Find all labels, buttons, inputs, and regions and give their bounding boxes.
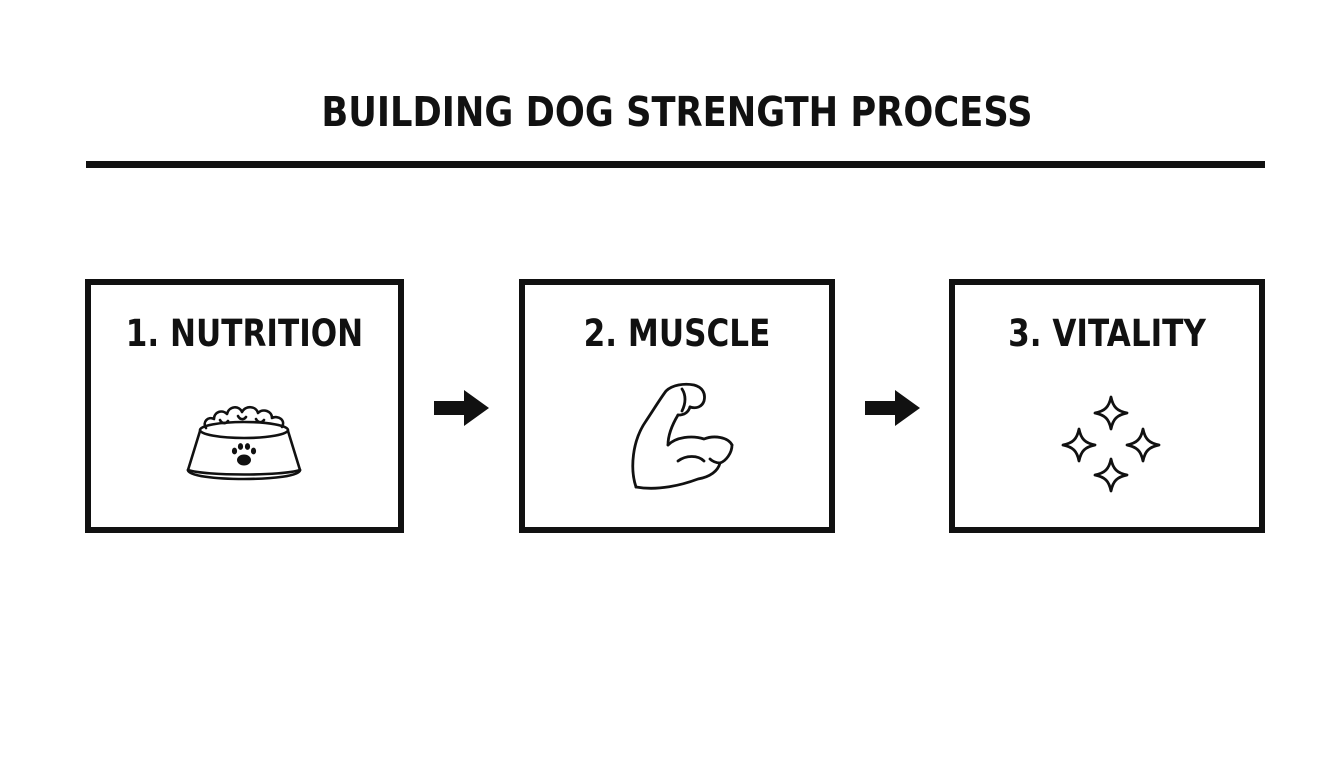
arrow-right-icon xyxy=(865,390,920,426)
flexed-bicep-icon xyxy=(631,382,734,490)
step-nutrition-label: 1. NUTRITION xyxy=(125,312,364,355)
step-nutrition-box: 1. NUTRITION xyxy=(85,279,404,533)
step-muscle-label: 2. MUSCLE xyxy=(583,312,771,355)
step-vitality-box: 3. VITALITY xyxy=(949,279,1265,533)
arrow-right-icon xyxy=(434,390,489,426)
title-underline xyxy=(86,161,1265,168)
diagram-title: BUILDING DOG STRENGTH PROCESS xyxy=(321,88,1033,136)
step-vitality-label: 3. VITALITY xyxy=(1008,312,1206,355)
sparkles-icon xyxy=(1061,395,1161,493)
step-muscle-box: 2. MUSCLE xyxy=(519,279,835,533)
dog-food-bowl-icon xyxy=(186,405,302,481)
